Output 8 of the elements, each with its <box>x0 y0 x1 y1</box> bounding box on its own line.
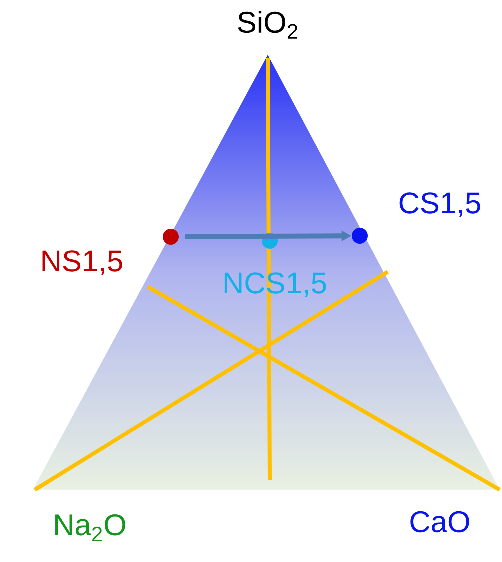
vertex-label: CaO <box>410 511 470 533</box>
composition-point <box>262 233 278 249</box>
point-label: CS1,5 <box>400 192 480 218</box>
composition-point <box>352 228 368 244</box>
composition-point <box>163 229 179 245</box>
vertex-label: Na$_{2}$O <box>56 514 126 542</box>
vertex-label: SiO$_{2}$ <box>238 11 298 39</box>
point-label: NS1,5 <box>42 250 122 276</box>
